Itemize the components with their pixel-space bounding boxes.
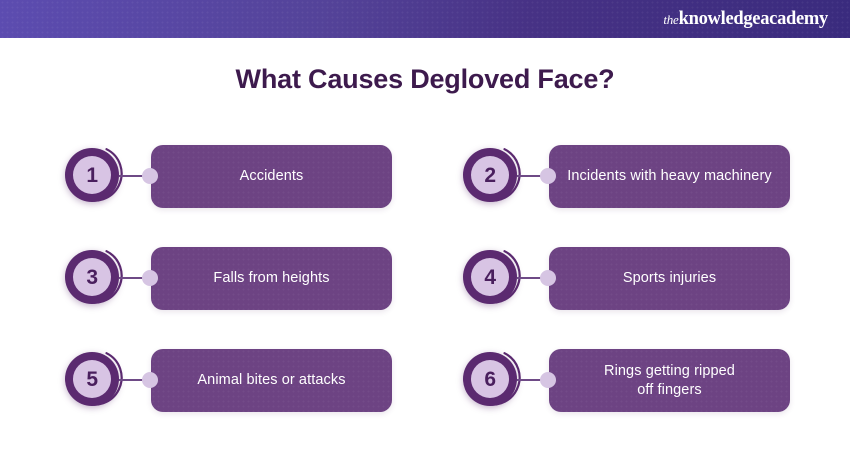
list-item[interactable]: 5 Animal bites or attacks [62,341,392,419]
page-title: What Causes Degloved Face? [235,64,615,94]
item-card[interactable]: Incidents with heavy machinery [549,145,790,208]
badge-inner-disc: 1 [73,156,111,194]
item-card[interactable]: Falls from heights [151,247,392,310]
item-label: Incidents with heavy machinery [567,168,772,185]
badge-inner-disc: 4 [471,258,509,296]
connector-dot [540,372,556,388]
list-item[interactable]: 2 Incidents with heavy machinery [460,137,790,215]
connector-line [517,379,545,381]
list-item[interactable]: 3 Falls from heights [62,239,392,317]
badge-number: 4 [484,265,496,289]
badge-inner-disc: 5 [73,360,111,398]
badge-number: 6 [484,367,496,391]
connector-dot [540,168,556,184]
item-label: Falls from heights [213,270,330,287]
badge-inner-disc: 6 [471,360,509,398]
number-badge: 4 [460,242,522,314]
connector-line [119,175,147,177]
number-badge: 3 [62,242,124,314]
badge-number: 5 [86,367,98,391]
connector-line [517,175,545,177]
brand-prefix-text: the [663,11,679,27]
brand-name-text: knowledgeacademy [678,8,829,29]
number-badge: 5 [62,344,124,416]
badge-number: 3 [86,265,98,289]
item-card[interactable]: Animal bites or attacks [151,349,392,412]
connector-dot [540,270,556,286]
connector-dot [142,168,158,184]
items-grid: 1 Accidents 2 Incidents [0,137,850,437]
number-badge: 6 [460,344,522,416]
connector-line [119,379,147,381]
number-badge: 2 [460,140,522,212]
badge-number: 2 [484,163,496,187]
item-label: Accidents [239,168,304,185]
badge-number: 1 [86,163,98,187]
list-item[interactable]: 4 Sports injuries [460,239,790,317]
item-card[interactable]: Accidents [151,145,392,208]
connector-line [119,277,147,279]
connector-dot [142,372,158,388]
connector-dot [142,270,158,286]
brand-logo: theknowledgeacademy [663,10,828,29]
badge-inner-disc: 3 [73,258,111,296]
badge-inner-disc: 2 [471,156,509,194]
connector-line [517,277,545,279]
header-band: theknowledgeacademy [0,0,850,38]
item-label: Sports injuries [622,270,717,287]
item-card[interactable]: Sports injuries [549,247,790,310]
number-badge: 1 [62,140,124,212]
item-label: Animal bites or attacks [197,372,346,389]
list-item[interactable]: 1 Accidents [62,137,392,215]
